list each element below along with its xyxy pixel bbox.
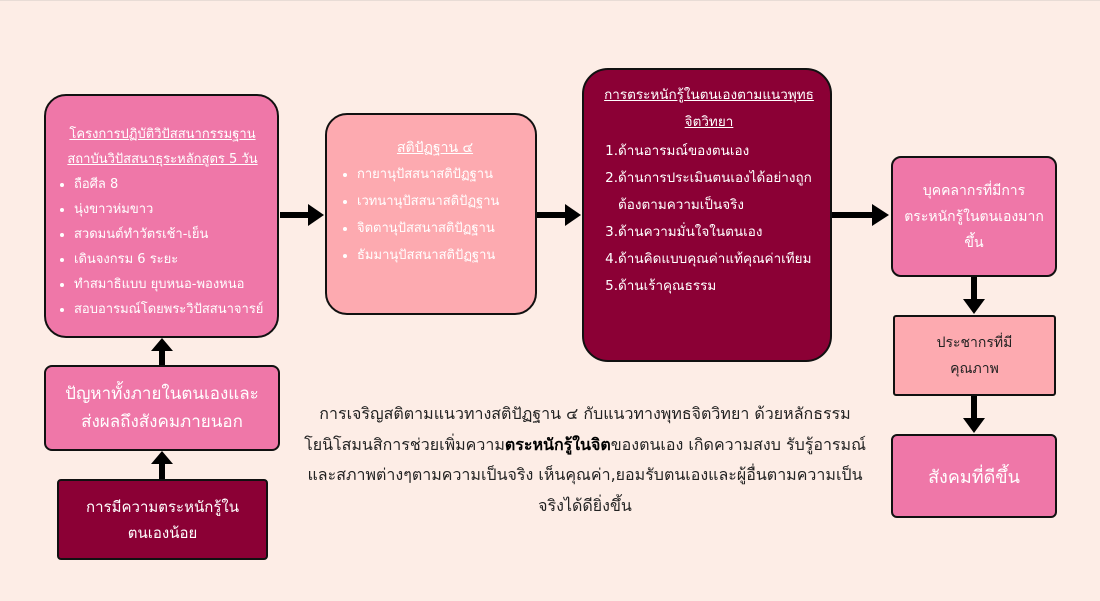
list-item: 2.ด้านการประเมินตนเองได้อย่างถูกต้องตามค…	[605, 170, 812, 213]
summary-text: การเจริญสติตามแนวทางสติปัฏฐาน ๔ กับแนวทา…	[300, 399, 870, 521]
arrow-down-icon	[963, 396, 985, 433]
list-item: สวดมนต์ทำวัตรเช้า-เย็น	[74, 222, 267, 247]
satipatthana-list: กายานุปัสสนาสติปัฏฐาน เวทนานุปัสสนาสติปั…	[341, 161, 529, 269]
personnel-box: บุคคลากรที่มีการตระหนักรู้ในตนเองมากขึ้น	[891, 156, 1057, 277]
list-item: เดินจงกรม 6 ระยะ	[74, 247, 267, 272]
program-title-line2: สถาบันวิปัสสนาธุระหลักสูตร 5 วัน	[67, 152, 258, 167]
arrow-up-icon	[151, 338, 173, 365]
population-box: ประชากรที่มีคุณภาพ	[893, 315, 1056, 396]
satipatthana-box: สติปัฏฐาน ๔ กายานุปัสสนาสติปัฏฐาน เวทนาน…	[325, 113, 537, 315]
problem-box: ปัญหาทั้งภายในตนเองและส่งผลถึงสังคมภายนอ…	[44, 365, 280, 451]
society-box: สังคมที่ดีขึ้น	[891, 434, 1057, 518]
list-item: ธัมมานุปัสสนาสติปัฏฐาน	[357, 242, 529, 269]
low-awareness-box: การมีความตระหนักรู้ในตนเองน้อย	[57, 479, 268, 560]
awareness-list: 1.ด้านอารมณ์ของตนเอง 2.ด้านการประเมินตนเ…	[598, 138, 820, 300]
problem-text: ปัญหาทั้งภายในตนเองและส่งผลถึงสังคมภายนอ…	[65, 384, 259, 432]
program-title-line1: โครงการปฏิบัติวิปัสสนากรรมฐาน	[69, 127, 256, 142]
list-item: ทำสมาธิแบบ ยุบหนอ-พองหนอ	[74, 272, 267, 297]
arrow-right-icon	[280, 204, 324, 226]
list-item: กายานุปัสสนาสติปัฏฐาน	[357, 161, 529, 188]
list-item: 3.ด้านความมั่นใจในตนเอง	[605, 224, 763, 240]
summary-part2: ของตนเอง เกิดความสงบ รับรู้อารมณ์และสภาพ…	[307, 434, 866, 515]
program-list: ถือศีล 8 นุ่งขาวห่มขาว สวดมนต์ทำวัตรเช้า…	[58, 172, 267, 322]
list-item: 5.ด้านเร้าคุณธรรม	[605, 278, 717, 294]
satipatthana-title: สติปัฏฐาน ๔	[396, 140, 474, 156]
summary-part1: การเจริญสติตามแนวทางสติปัฏฐาน ๔ กับแนวทา…	[304, 404, 851, 454]
arrow-right-icon	[832, 204, 889, 226]
list-item: จิตตานุปัสสนาสติปัฏฐาน	[357, 215, 529, 242]
list-item: ถือศีล 8	[74, 172, 267, 197]
society-text: สังคมที่ดีขึ้น	[928, 466, 1020, 488]
personnel-text: บุคคลากรที่มีการตระหนักรู้ในตนเองมากขึ้น	[904, 182, 1044, 251]
list-item: 4.ด้านคิดแบบคุณค่าแท้คุณค่าเทียม	[605, 251, 812, 267]
low-awareness-text: การมีความตระหนักรู้ในตนเองน้อย	[86, 497, 239, 542]
population-text: ประชากรที่มีคุณภาพ	[936, 334, 1013, 377]
program-box: โครงการปฏิบัติวิปัสสนากรรมฐาน สถาบันวิปั…	[44, 94, 279, 338]
arrow-right-icon	[537, 204, 581, 226]
arrow-down-icon	[963, 277, 985, 314]
list-item: นุ่งขาวห่มขาว	[74, 197, 267, 222]
list-item: 1.ด้านอารมณ์ของตนเอง	[605, 143, 750, 159]
summary-bold: ตระหนักรู้ในจิต	[504, 434, 611, 454]
arrow-up-icon	[151, 451, 173, 479]
list-item: สอบอารมณ์โดยพระวิปัสสนาจารย์	[74, 297, 267, 322]
awareness-box: การตระหนักรู้ในตนเองตามแนวพุทธจิตวิทยา 1…	[582, 68, 832, 362]
awareness-title: การตระหนักรู้ในตนเองตามแนวพุทธจิตวิทยา	[604, 87, 814, 130]
list-item: เวทนานุปัสสนาสติปัฏฐาน	[357, 188, 529, 215]
